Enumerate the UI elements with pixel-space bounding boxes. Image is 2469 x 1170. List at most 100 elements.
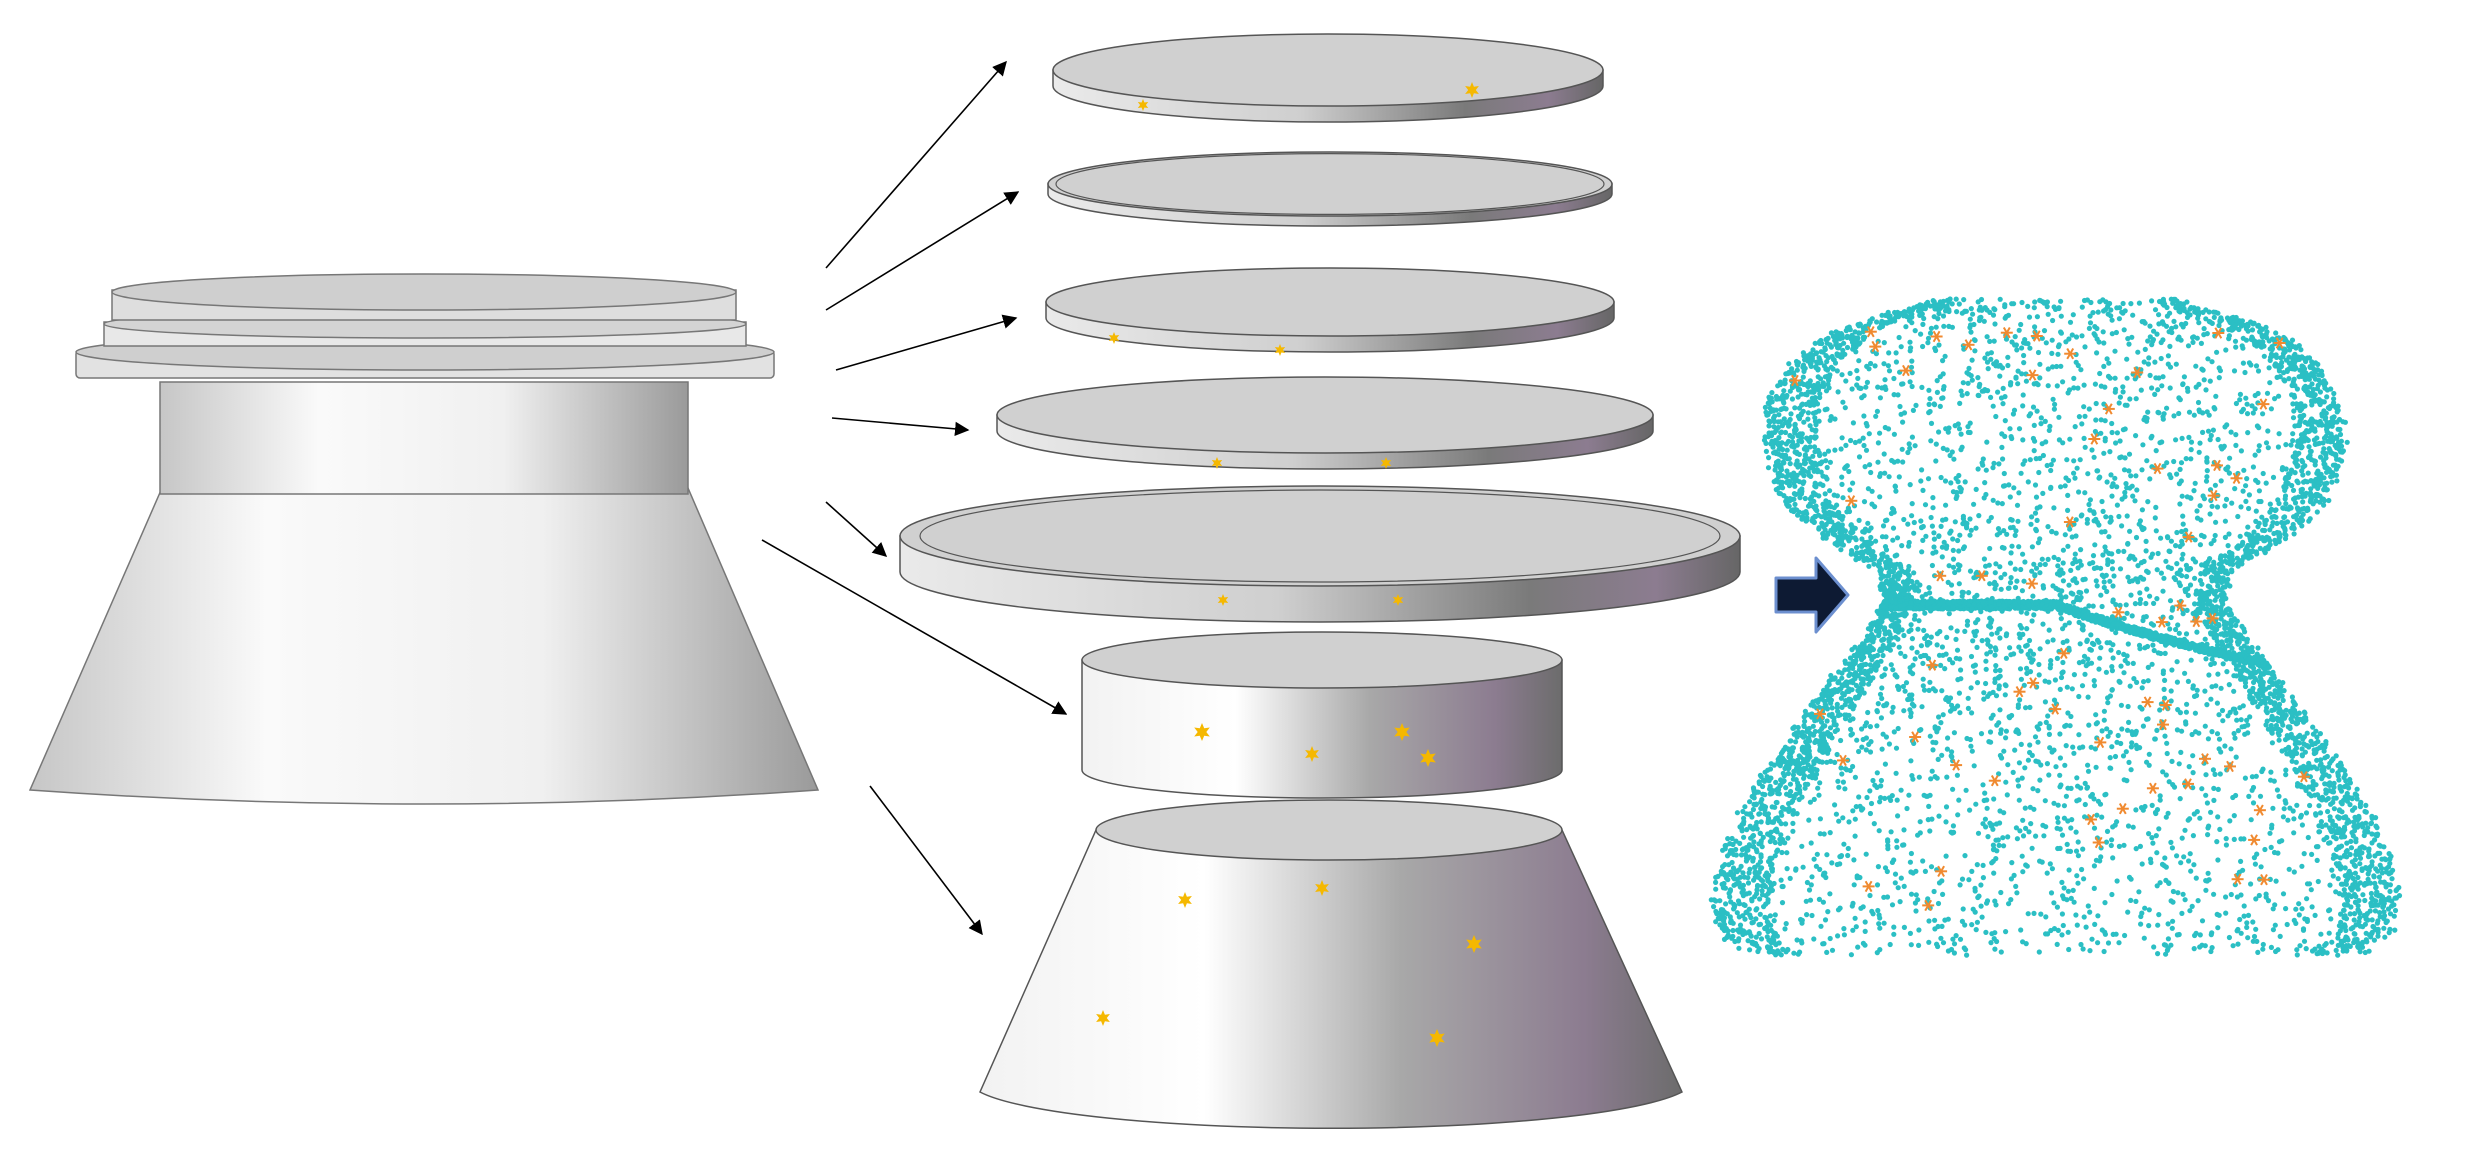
cloud-point [1874, 723, 1880, 729]
cloud-point [2175, 707, 2181, 713]
cloud-point [2273, 330, 2279, 336]
cloud-point [2204, 800, 2210, 806]
cloud-point [2228, 620, 2234, 626]
cloud-point [2124, 653, 2130, 659]
cloud-point [2001, 810, 2007, 816]
cloud-point [2215, 436, 2221, 443]
cloud-point [2326, 773, 2332, 779]
cloud-point [2179, 835, 2185, 841]
cloud-point [2256, 892, 2262, 899]
cloud-point [1839, 481, 1845, 487]
leader-arrow-6 [761, 539, 1068, 715]
cloud-point [2281, 688, 2287, 694]
cloud-point [2194, 508, 2200, 514]
cloud-point [2324, 834, 2330, 841]
cloud-point [1980, 782, 1986, 788]
cloud-point [2379, 894, 2386, 900]
cloud-point [2303, 946, 2309, 952]
cloud-point [1927, 792, 1933, 798]
cloud-point [1972, 888, 1978, 894]
cloud-point [2211, 797, 2217, 804]
cloud-point [2334, 464, 2340, 470]
cloud-point [1923, 533, 1929, 539]
cloud-point [2149, 298, 2155, 304]
cloud-point [1968, 653, 1975, 660]
cloud-point [2238, 717, 2244, 723]
cloud-point [2291, 830, 2297, 836]
cloud-point [1763, 901, 1769, 907]
cloud-point [2379, 856, 2385, 862]
cloud-point [2252, 452, 2258, 458]
cloud-point [2298, 814, 2304, 820]
cloud-point [1855, 375, 1861, 381]
cloud-point [1751, 795, 1757, 801]
cloud-point [2114, 878, 2120, 884]
cloud-point [1760, 791, 1766, 797]
cloud-point [2022, 559, 2028, 565]
cloud-point [2184, 299, 2190, 305]
cloud-point [2026, 314, 2033, 320]
cloud-point [2131, 676, 2137, 682]
cloud-point [1894, 844, 1900, 850]
cloud-point [2104, 588, 2110, 595]
cloud-point [2201, 326, 2207, 332]
cloud-point [1910, 870, 1916, 876]
cloud-point [2171, 413, 2177, 419]
cloud-point [2363, 802, 2369, 809]
cloud-point [1988, 739, 1994, 745]
cloud-point [2197, 440, 2203, 446]
cloud-point [2216, 375, 2222, 381]
cloud-point [1954, 309, 1960, 315]
cloud-point [1836, 784, 1842, 790]
cloud-point [1969, 922, 1975, 928]
cloud-point [2294, 947, 2300, 953]
cloud-point [2234, 717, 2240, 723]
cloud-point [1890, 704, 1896, 711]
cloud-point [1793, 739, 1799, 745]
cloud-point [2100, 508, 2106, 514]
cloud-point [2038, 415, 2044, 421]
cloud-point [2145, 716, 2151, 722]
cloud-point [1893, 359, 1899, 365]
cloud-point [1943, 853, 1949, 859]
cloud-point [1840, 690, 1846, 697]
cloud-point [2233, 442, 2239, 448]
cloud-point [2067, 436, 2073, 442]
cloud-point [1846, 672, 1852, 679]
cloud-point [1838, 446, 1844, 452]
six-point-star-icon [1194, 723, 1210, 741]
cloud-point [1852, 439, 1858, 446]
cloud-point [1851, 882, 1857, 888]
cloud-point [1969, 377, 1975, 383]
cloud-point [1838, 765, 1844, 771]
cloud-point [2249, 649, 2255, 655]
cloud-point [1951, 730, 1957, 736]
cloud-point [1759, 796, 1765, 803]
cloud-point [1962, 922, 1968, 928]
cloud-point [1886, 474, 1892, 480]
cloud-point [2331, 806, 2337, 812]
cloud-point [1878, 795, 1884, 801]
cloud-point [2082, 344, 2088, 350]
cloud-point [2301, 851, 2307, 857]
cloud-point [1983, 467, 1989, 473]
cloud-point [2008, 516, 2014, 523]
cloud-point [2022, 765, 2028, 771]
cloud-point [2209, 684, 2215, 690]
cloud-point [1898, 787, 1904, 793]
cloud-point [2032, 299, 2038, 305]
six-point-star-icon [1211, 457, 1223, 469]
cloud-point [2389, 898, 2395, 904]
cloud-point [2054, 941, 2060, 948]
cloud-point [1796, 479, 1803, 485]
cloud-point [2299, 822, 2305, 828]
cloud-point [1778, 406, 1784, 413]
cloud-point [2082, 413, 2088, 419]
cloud-point [2164, 750, 2170, 757]
cloud-point [2214, 349, 2220, 355]
cloud-point [2260, 766, 2266, 772]
cloud-point [2254, 851, 2260, 857]
cloud-point [2017, 697, 2023, 703]
cloud-point [2325, 795, 2331, 802]
cloud-point [1945, 916, 1951, 922]
